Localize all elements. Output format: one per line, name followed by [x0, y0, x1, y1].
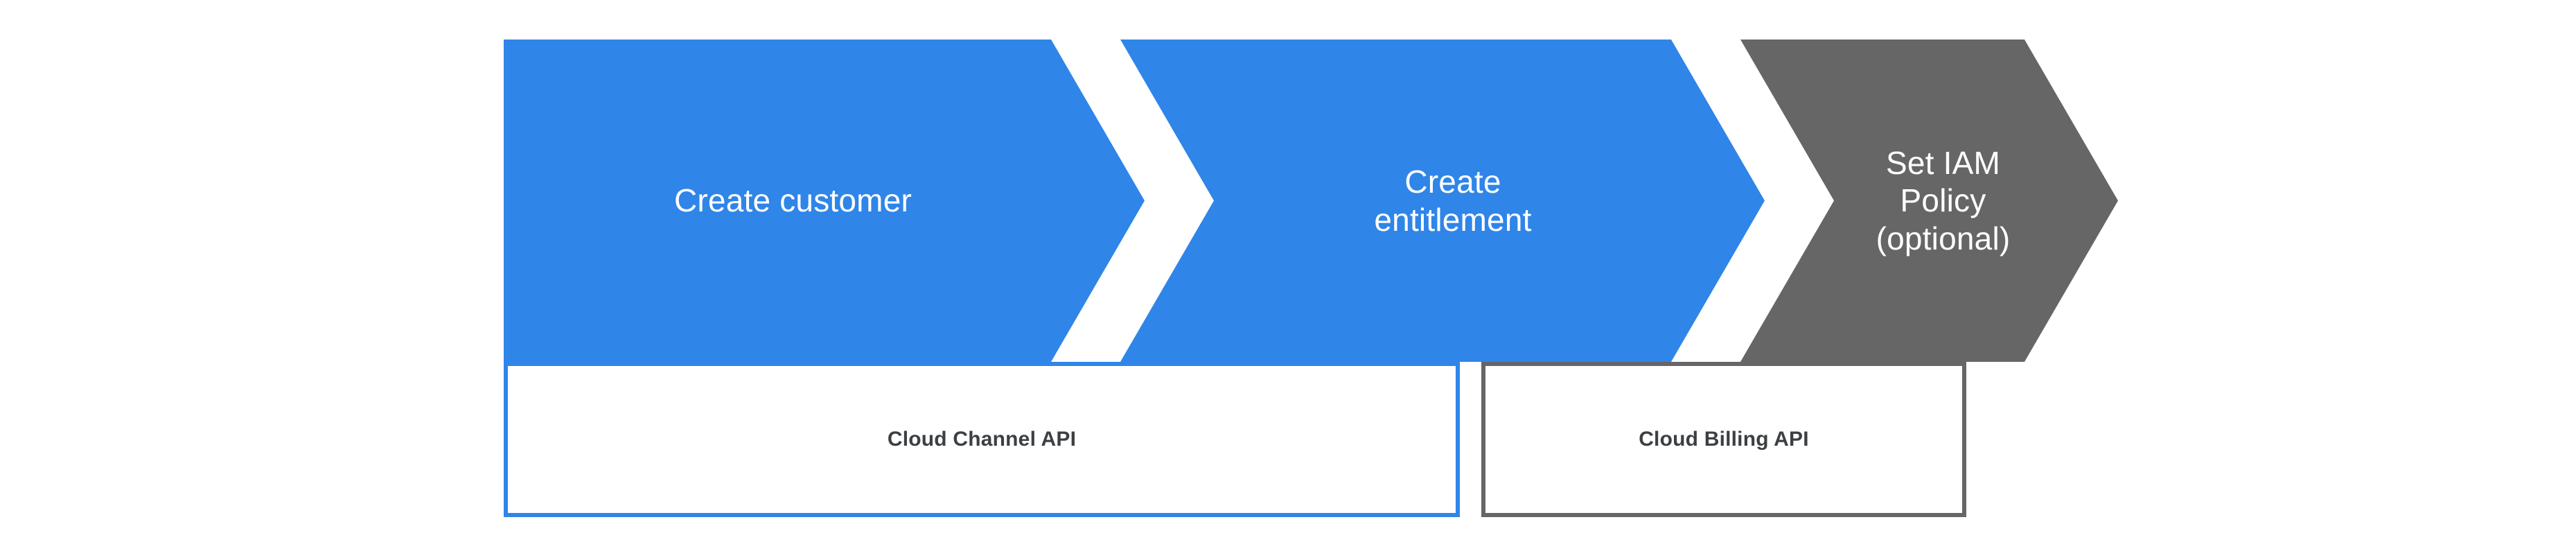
chevron-ribbon: Create customer Create entitlement Set I…	[504, 40, 2118, 362]
api-group-cloud-billing-api[interactable]: Cloud Billing API	[1481, 362, 1966, 517]
chevron-step-1-label: Create customer	[673, 182, 912, 219]
chevron-step-3-label: Set IAM Policy (optional)	[1876, 145, 2011, 256]
api-group-1-label: Cloud Channel API	[887, 428, 1077, 451]
api-group-2-label: Cloud Billing API	[1639, 428, 1809, 451]
chevron-step-set-iam-policy[interactable]: Set IAM Policy (optional)	[1740, 40, 2118, 362]
chevron-step-create-entitlement[interactable]: Create entitlement	[1120, 40, 1765, 362]
chevron-step-create-customer[interactable]: Create customer	[504, 40, 1145, 362]
chevron-step-2-label: Create entitlement	[1374, 164, 1532, 238]
api-group-cloud-channel-api[interactable]: Cloud Channel API	[504, 362, 1460, 517]
